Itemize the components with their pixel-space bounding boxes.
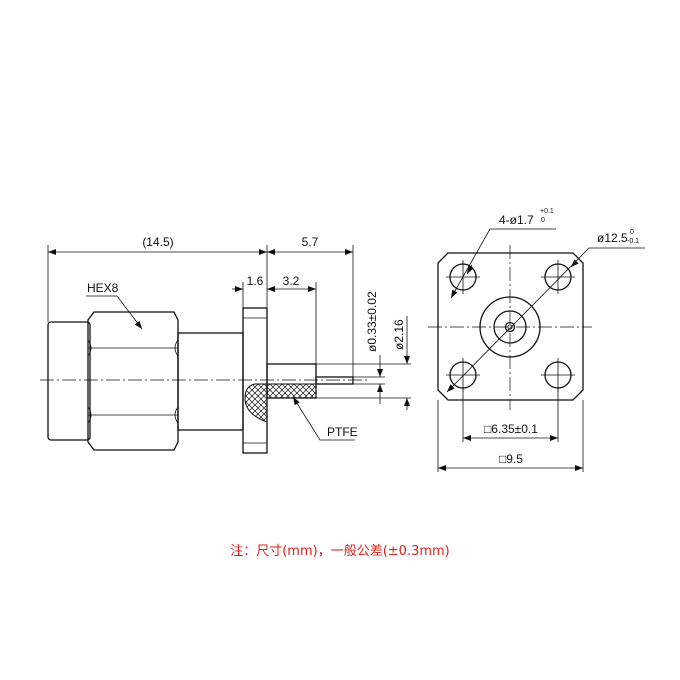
ptfe-label: PTFE xyxy=(327,425,358,439)
diagonal-tol-upper: 0 xyxy=(630,229,634,236)
pin-length-dim: 5.7 xyxy=(302,235,319,249)
ptfe-insulator xyxy=(244,383,317,423)
connector-body xyxy=(177,332,244,431)
flange-size-dim: □9.5 xyxy=(499,452,523,466)
flange-thickness-dim: 1.6 xyxy=(247,274,264,288)
outer-body-circle xyxy=(479,296,541,358)
insulator-length-dim: 3.2 xyxy=(283,274,300,288)
hex-nut xyxy=(87,311,179,451)
hole-spacing-dim: □6.35±0.1 xyxy=(484,422,538,436)
hole-tol-lower: 0 xyxy=(541,217,545,224)
hole-tol-upper: +0.1 xyxy=(540,208,554,215)
hole-callout: 4-ø1.7 xyxy=(499,213,534,227)
flange xyxy=(242,307,268,454)
tolerance-note: 注：尺寸(mm)，一般公差(±0.3mm) xyxy=(230,544,450,559)
pin-circle xyxy=(504,321,516,333)
insulator-circle xyxy=(493,310,527,344)
mounting-holes xyxy=(446,260,575,392)
diagonal-callout: ø12.5 xyxy=(597,231,628,245)
center-pin xyxy=(315,376,354,385)
connector-cap xyxy=(47,321,91,441)
diagonal-tol-lower: -0.1 xyxy=(627,238,639,245)
flange-outline xyxy=(437,252,584,401)
overall-length-dim: (14.5) xyxy=(142,235,173,249)
front-view: 4-ø1.7 +0.1 0 ø12.5 0 -0.1 □6.35±0.1 □9.… xyxy=(428,208,645,472)
insulator-diameter-dim: ø2.16 xyxy=(392,319,406,350)
side-view: (14.5) 5.7 1.6 3.2 ø0.33±0.02 ø2.16 HEX8… xyxy=(40,235,411,454)
hex-label: HEX8 xyxy=(87,281,119,295)
pin-diameter-dim: ø0.33±0.02 xyxy=(365,291,379,352)
